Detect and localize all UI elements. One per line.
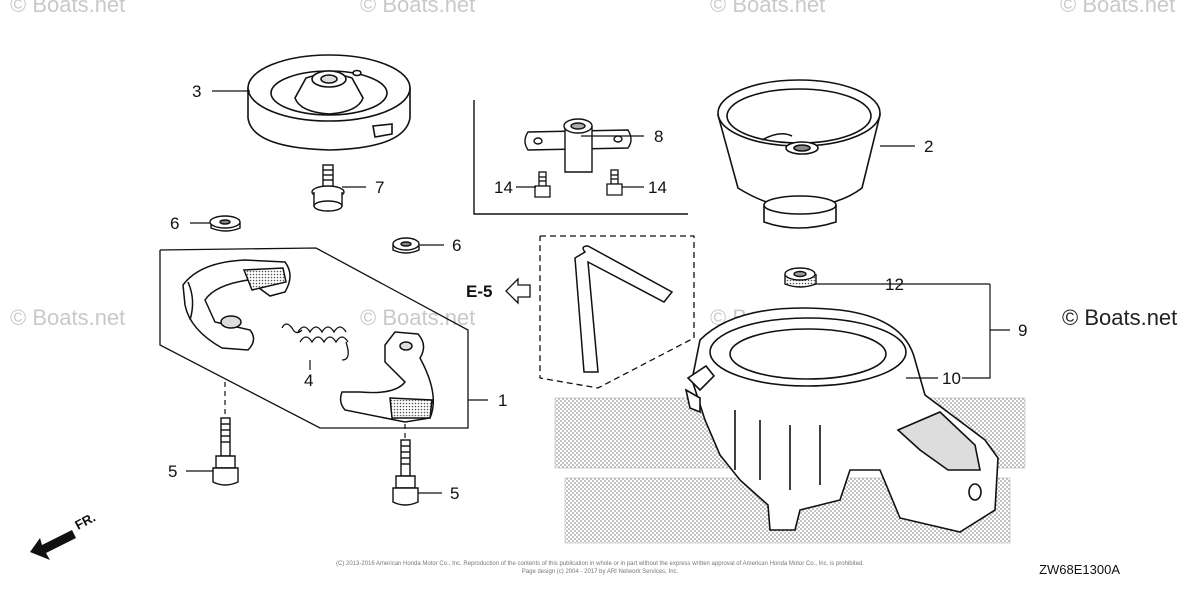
watermark-mid-1: © Boats.net xyxy=(10,305,126,330)
callout-7: 7 xyxy=(375,178,384,197)
part-1-shoe-left xyxy=(182,259,291,351)
group-8-14-outline xyxy=(473,100,688,215)
watermark-top-1: © Boats.net xyxy=(10,0,126,17)
part-6-washer-left xyxy=(209,215,241,232)
callout-1: 1 xyxy=(498,391,507,410)
part-10-gear-case xyxy=(684,307,999,533)
callout-5-right: 5 xyxy=(450,484,459,503)
part-14-screw-right xyxy=(606,169,623,196)
part-8-bracket xyxy=(524,118,632,173)
part-1-shoe-right xyxy=(339,331,435,423)
part-5-bolt-right xyxy=(392,439,419,506)
hose-reference-box xyxy=(539,235,695,389)
part-14-screw-left xyxy=(534,171,551,198)
watermark-top-2: © Boats.net xyxy=(360,0,476,17)
copyright-line-1: (C) 2013-2016 American Honda Motor Co., … xyxy=(336,561,864,567)
arrow-left-icon xyxy=(505,277,531,305)
callout-5-left: 5 xyxy=(168,462,177,481)
watermark-top-3: © Boats.net xyxy=(710,0,826,17)
part-7-bolt xyxy=(311,164,345,212)
hose xyxy=(574,245,674,373)
callout-3: 3 xyxy=(192,82,201,101)
callout-6-left: 6 xyxy=(170,214,179,233)
front-direction-arrow-icon xyxy=(30,530,76,560)
front-direction-label: FR. xyxy=(72,510,98,533)
callout-6-right: 6 xyxy=(452,236,461,255)
callout-8: 8 xyxy=(654,127,663,146)
part-12-seal xyxy=(784,267,817,288)
part-4-spring xyxy=(281,323,349,361)
watermark-top-4: © Boats.net xyxy=(1060,0,1176,17)
part-3-pulley xyxy=(247,54,411,151)
callout-14-right: 14 xyxy=(648,178,667,197)
diagram-code: ZW68E1300A xyxy=(1039,562,1120,577)
part-2-clutch-drum xyxy=(716,79,882,229)
callout-4: 4 xyxy=(304,371,313,390)
callout-12: 12 xyxy=(885,275,904,294)
callout-2: 2 xyxy=(924,137,933,156)
watermark-mid-2: © Boats.net xyxy=(360,305,476,330)
watermark-right: © Boats.net xyxy=(1062,305,1178,330)
reference-e5-label: E-5 xyxy=(466,282,492,301)
part-6-washer-right xyxy=(392,237,420,254)
callout-10: 10 xyxy=(942,369,961,388)
callout-9: 9 xyxy=(1018,321,1027,340)
part-1-assembly-outline xyxy=(159,247,469,429)
part-5-bolt-left xyxy=(212,417,239,486)
callout-14-left: 14 xyxy=(494,178,513,197)
copyright-line-2: Page design (c) 2004 - 2017 by ARI Netwo… xyxy=(521,569,679,575)
leader-lines xyxy=(186,90,1010,494)
